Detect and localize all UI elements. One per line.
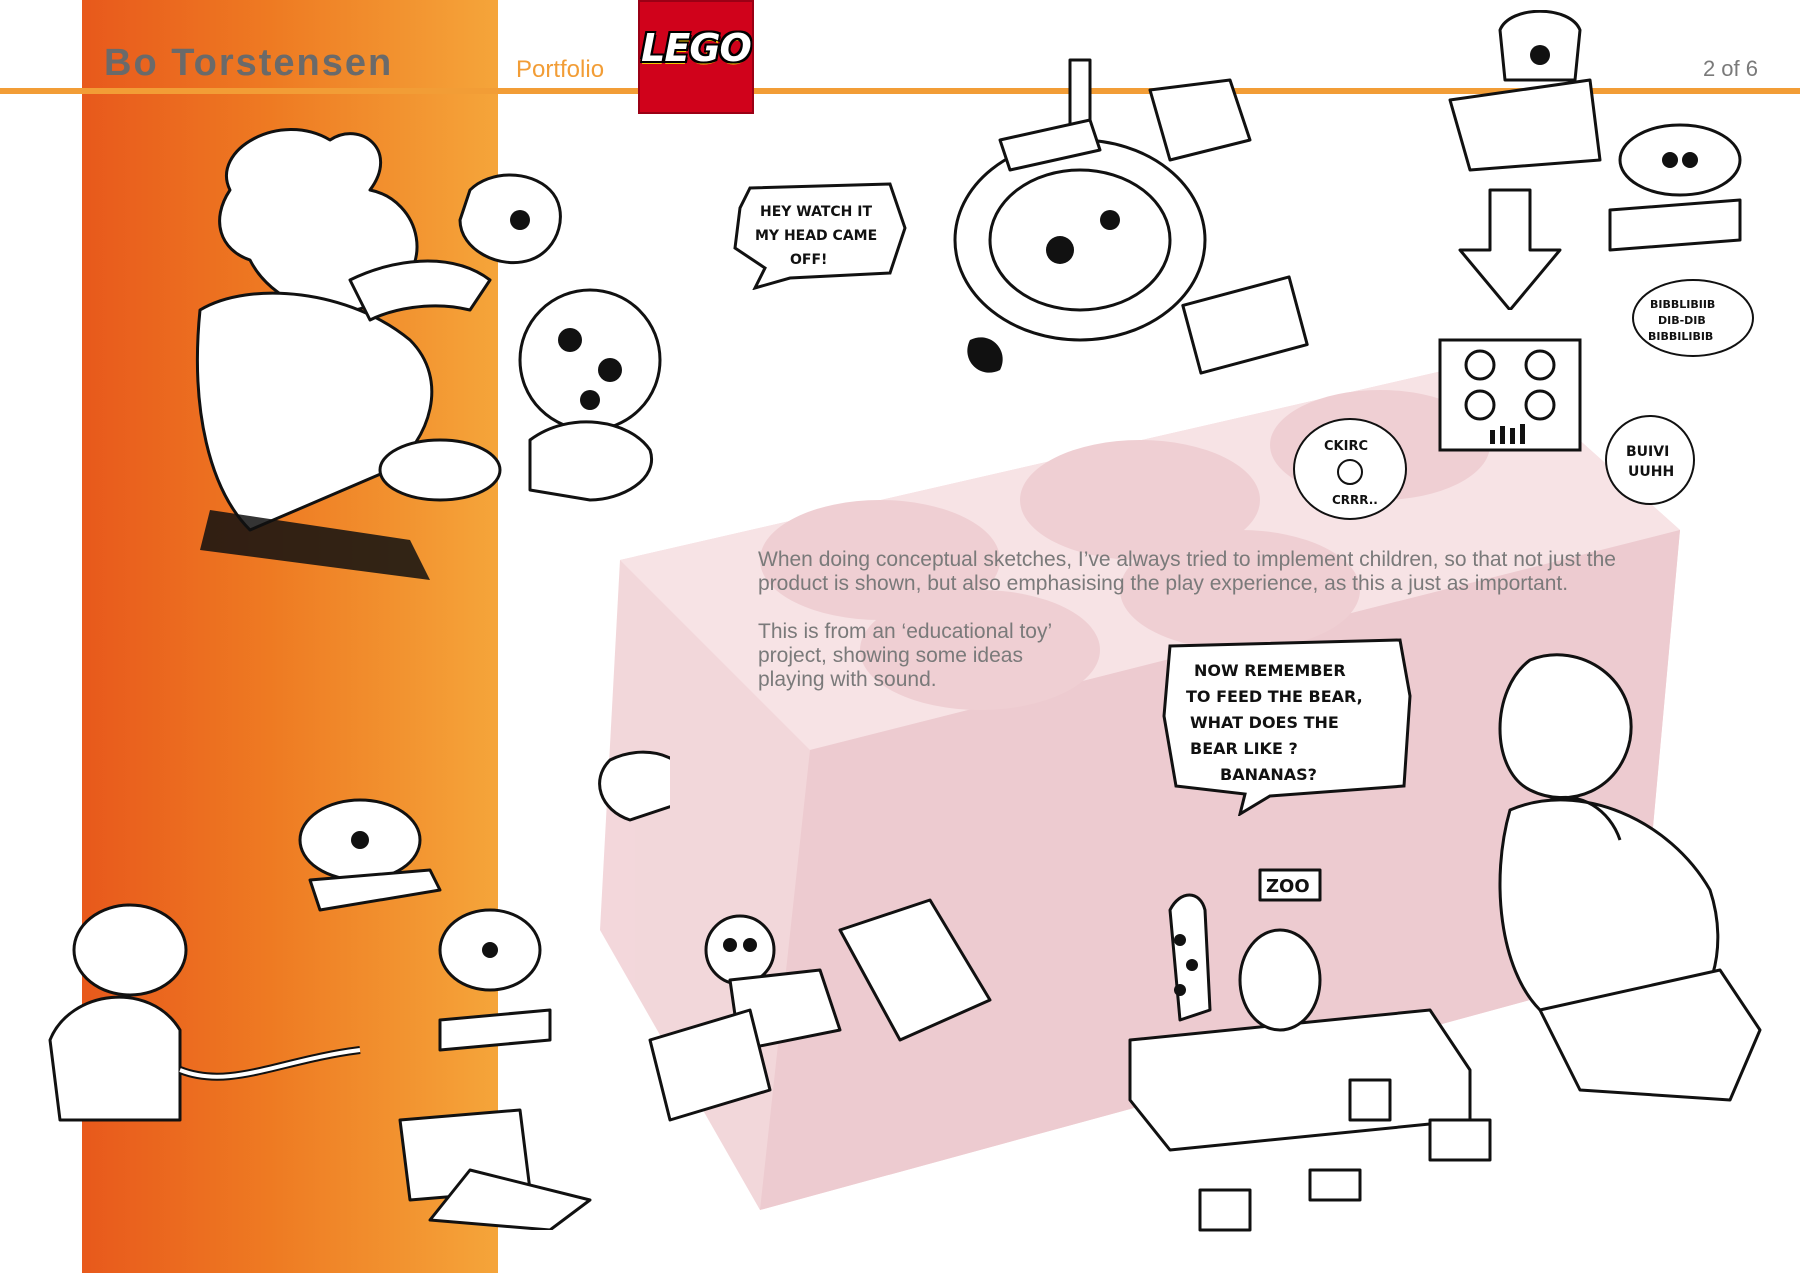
bubble-5-line-3: WHAT DOES THE: [1190, 713, 1339, 732]
speech-bubble-4: BUIVI UUHH: [1605, 415, 1695, 505]
description-text: When doing conceptual sketches, I’ve alw…: [758, 548, 1638, 716]
bubble-3-line-1: CKIRC: [1324, 439, 1368, 454]
sketch-sound-machine: [953, 58, 1309, 375]
brick-background: [600, 360, 1680, 1210]
bubble-2-line-3: BIBBILIBIB: [1648, 330, 1713, 343]
author-name: Bo Torstensen: [104, 42, 394, 84]
bubble-4-line-2: UUHH: [1628, 464, 1674, 480]
bubble-3-line-2: CRRR..: [1332, 493, 1378, 507]
lego-logo: LEGO: [638, 0, 754, 114]
description-paragraph-1: When doing conceptual sketches, I’ve alw…: [758, 548, 1616, 595]
sketch-man-with-toy: [195, 128, 662, 580]
bubble-5-line-2: TO FEED THE BEAR,: [1186, 687, 1363, 706]
bubble-1-line-3: OFF!: [790, 252, 827, 268]
bubble-4-line-1: BUIVI: [1626, 444, 1669, 460]
bubble-1-line-2: MY HEAD CAME: [755, 228, 877, 244]
bubble-5-line-1: NOW REMEMBER: [1194, 661, 1346, 680]
speech-bubble-1: HEY WATCH IT MY HEAD CAME OFF!: [733, 182, 907, 290]
header-rule: [0, 88, 1800, 94]
speech-bubble-5: NOW REMEMBER TO FEED THE BEAR, WHAT DOES…: [1162, 638, 1412, 816]
section-label: Portfolio: [516, 56, 605, 83]
zoo-sign-text: ZOO: [1266, 876, 1310, 897]
bubble-1-line-1: HEY WATCH IT: [760, 204, 872, 220]
sketch-camera-and-arrow: [1448, 10, 1742, 310]
bubble-5-line-4: BEAR LIKE ?: [1190, 739, 1298, 758]
speech-bubble-2: BIBBLIBIIB DIB-DIB BIBBILIBIB: [1632, 279, 1754, 357]
bubble-2-line-2: DIB-DIB: [1658, 314, 1706, 327]
sketch-sound-brick: [1438, 338, 1582, 452]
description-paragraph-2: This is from an ‘educational toy’ projec…: [758, 620, 1052, 691]
sketch-sound-robots: [48, 750, 670, 1230]
bubble-5-line-5: BANANAS?: [1220, 765, 1317, 784]
sketch-girl-with-zoo: ZOO: [1128, 653, 1762, 1232]
sketch-robot-on-bricks: [648, 898, 992, 1122]
bubble-2-line-1: BIBBLIBIIB: [1650, 298, 1715, 311]
page-number: 2 of 6: [1702, 56, 1758, 81]
lego-logo-text: LEGO: [641, 26, 752, 70]
speech-bubble-3: CKIRC CRRR..: [1293, 418, 1407, 520]
